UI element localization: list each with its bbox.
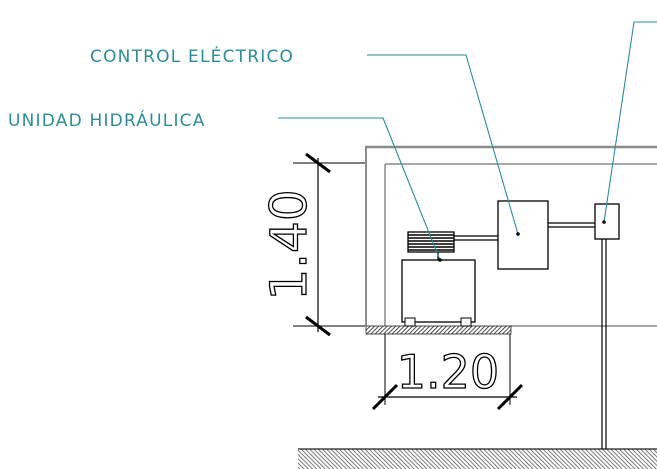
hydraulic-motor: [407, 231, 455, 253]
ground-hatch: [298, 449, 657, 469]
hydraulic-unit-foot-right: [460, 317, 472, 327]
hydraulic-unit: [401, 231, 476, 327]
dimension-height: 1.40: [259, 152, 365, 337]
hydraulic-unit-foot-left: [404, 317, 416, 327]
room-enclosure: [365, 145, 657, 327]
dimension-height-tick-top: [305, 152, 331, 174]
dimension-width-value: 1.20: [397, 345, 499, 399]
floor-slab: [365, 325, 512, 335]
label-control-electrico: CONTROL ELÉCTRICO: [90, 45, 294, 67]
junction-box: [594, 203, 620, 240]
dimension-width-tick-left: [371, 383, 399, 411]
leader-junction-box: [603, 21, 657, 223]
label-unidad-hidraulica: UNIDAD HIDRÁULICA: [8, 109, 206, 131]
leader-dots: [438, 220, 606, 262]
leader-lines: [278, 21, 657, 261]
dimension-width: 1.20: [371, 334, 524, 411]
hydraulic-unit-base: [401, 259, 476, 323]
dimension-height-tick-bottom: [305, 315, 331, 337]
leader-unidad-hidraulica: [278, 117, 441, 261]
leader-control-electrico: [367, 54, 519, 235]
dimension-height-value: 1.40: [260, 189, 318, 300]
dimension-width-tick-right: [496, 383, 524, 411]
electrical-control-panel: [497, 200, 549, 270]
conduit-lines: [454, 222, 595, 241]
